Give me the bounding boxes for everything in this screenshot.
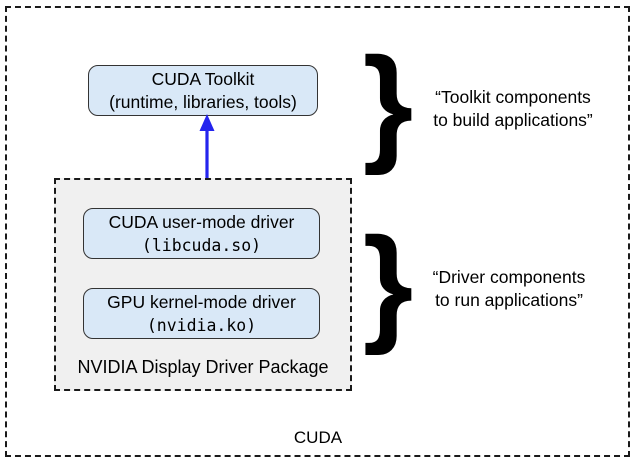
- cuda-toolkit-subtitle: (runtime, libraries, tools): [109, 91, 297, 112]
- user-mode-driver-title: CUDA user-mode driver: [108, 211, 295, 232]
- kernel-mode-driver-title: GPU kernel-mode driver: [107, 291, 296, 312]
- kernel-mode-driver-filename: (nvidia.ko): [146, 315, 257, 335]
- toolkit-brace-icon: }: [362, 30, 414, 176]
- user-mode-driver-filename: (libcuda.so): [141, 235, 262, 255]
- nvidia-display-driver-package-box: CUDA user-mode driver (libcuda.so) GPU k…: [54, 178, 352, 391]
- driver-brace-icon: }: [362, 210, 414, 356]
- cuda-diagram-title: CUDA: [293, 428, 343, 447]
- driver-annotation-line1: “Driver components: [432, 267, 586, 287]
- driver-annotation-line2: to run applications”: [435, 290, 583, 310]
- cuda-toolkit-title: CUDA Toolkit: [151, 68, 255, 89]
- driver-package-label: NVIDIA Display Driver Package: [77, 357, 329, 377]
- cuda-boundary-box: [5, 6, 630, 457]
- toolkit-annotation-line1: “Toolkit components: [435, 87, 591, 107]
- driver-annotation: “Driver components to run applications”: [404, 266, 614, 312]
- cuda-user-mode-driver-box: CUDA user-mode driver (libcuda.so): [83, 208, 320, 259]
- gpu-kernel-mode-driver-box: GPU kernel-mode driver (nvidia.ko): [83, 288, 320, 339]
- toolkit-annotation-line2: to build applications”: [433, 110, 593, 130]
- cuda-toolkit-box: CUDA Toolkit (runtime, libraries, tools): [88, 65, 318, 116]
- toolkit-annotation: “Toolkit components to build application…: [408, 86, 618, 132]
